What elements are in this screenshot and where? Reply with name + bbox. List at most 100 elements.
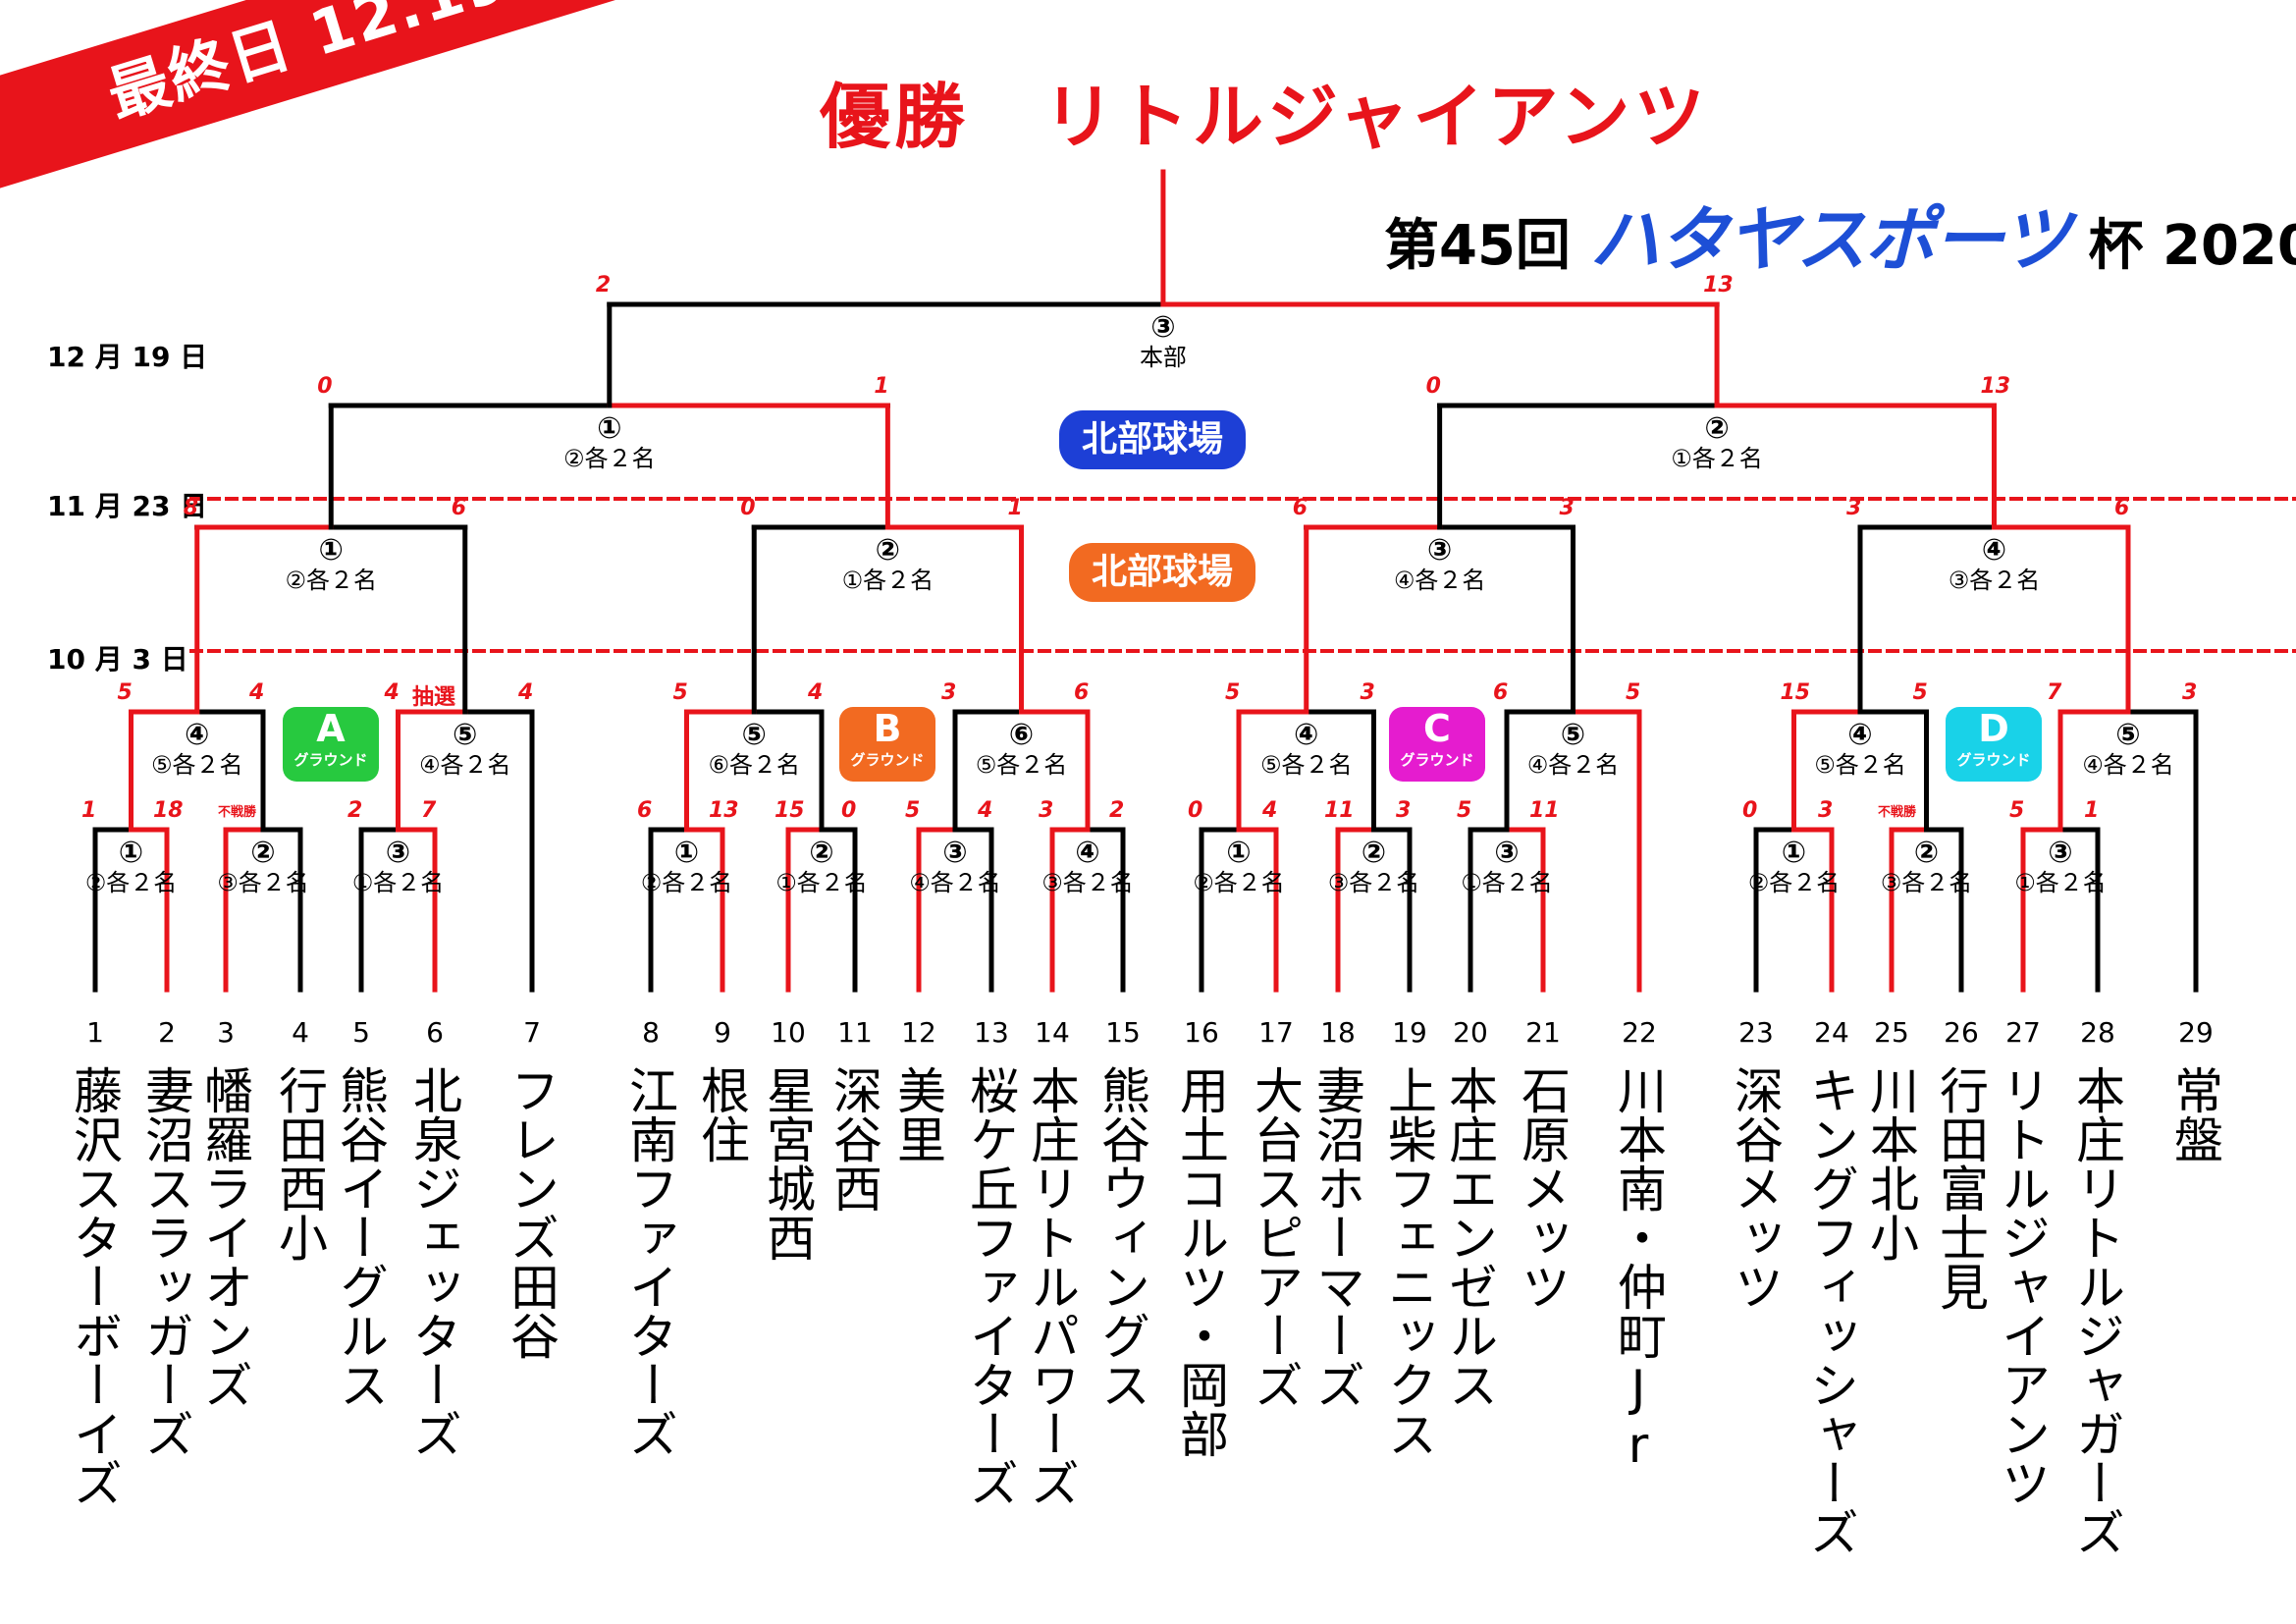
duty-note: ①各２名 [2014,869,2107,896]
ground-c-badge: C グラウンド [1389,707,1485,782]
score-a5-right: 4 [518,680,534,705]
duty-note: ③各２名 [1041,869,1134,896]
team-number: 29 [2178,1016,2214,1049]
ground-a-sub: グラウンド [294,751,368,769]
team-number: 24 [1814,1016,1849,1049]
forfeit-note-a: 不戦勝 [218,805,257,820]
team-name: 美里 [889,1065,946,1164]
game-number: ③ [1150,310,1176,345]
team-number: 17 [1258,1016,1294,1049]
game-number: ④ [1981,533,2007,568]
team-name: 星宮城西 [759,1065,816,1262]
game-number: ④ [1294,718,1319,752]
score-q1-left: 8 [183,496,199,520]
duty-note: ①各２名 [1461,869,1553,896]
game-number: ① [1781,836,1807,870]
team-name: 深谷西 [826,1065,882,1213]
team-name: 妻沼ホーマーズ [1308,1065,1365,1409]
score-a3-left: 2 [347,798,363,823]
date-final: 12 月 19 日 [47,341,208,373]
venue-final-pill: 北部球場 [1059,410,1246,469]
team-number: 8 [642,1016,660,1049]
score-d4-right: 5 [1912,680,1928,705]
score-c4-right: 3 [1360,680,1375,705]
game-number: ② [875,533,901,568]
team-name: 川本北小 [1862,1065,1919,1262]
team-number: 2 [158,1016,176,1049]
team-number: 15 [1105,1016,1141,1049]
duty-note: ④各２名 [909,869,1001,896]
duty-note: ①各２名 [1671,445,1763,472]
team-name: 常盤 [2166,1065,2223,1164]
score-final-right: 13 [1703,273,1734,298]
ground-c-letter: C [1423,707,1451,750]
cup-suffix: 杯 2020 [2088,214,2296,278]
team-name: 用土コルツ・岡部 [1172,1065,1229,1458]
score-c2-right: 3 [1396,798,1412,823]
team-name: キングフィッシャーズ [1802,1065,1859,1556]
team-name: リトルジャイアンツ [1994,1065,2051,1507]
team-name: 大台スピアーズ [1247,1065,1304,1409]
duty-note: ⑤各２名 [1259,751,1353,779]
score-c5-left: 6 [1493,680,1509,705]
forfeit-note-d: 不戦勝 [1878,805,1917,820]
team-number: 5 [352,1016,370,1049]
team-number: 3 [217,1016,235,1049]
score-q3-left: 6 [1292,496,1308,520]
game-number: ② [1913,836,1940,870]
score-b4-right: 2 [1109,798,1125,823]
game-number: ⑤ [1560,718,1586,752]
team-name: 熊谷イーグルス [332,1065,389,1409]
team-number: 27 [2005,1016,2041,1049]
score-q4-left: 3 [1846,496,1862,520]
duty-note: ①各２名 [775,869,868,896]
score-b3-right: 4 [978,798,993,823]
team-name: 北泉ジェッターズ [405,1065,462,1458]
team-name: 本庄エンゼルス [1441,1065,1498,1409]
game-number: ① [597,411,622,446]
score-c5-right: 5 [1626,680,1641,705]
team-name: 本庄リトルジャガーズ [2068,1065,2125,1556]
duty-note: ⑤各２名 [150,751,243,779]
date-round2: 10 月 3 日 [47,643,188,676]
game-number: ④ [1075,836,1100,870]
champion-team: リトルジャイアンツ [1043,76,1709,158]
team-number: 1 [86,1016,104,1049]
score-b5-right: 4 [808,680,824,705]
score-a3-right: 7 [421,798,437,823]
score-a4-left: 5 [117,680,133,705]
date-semi: 11 月 23 日 [47,490,208,522]
ground-b-badge: B グラウンド [839,707,935,782]
game-number: ④ [185,718,210,752]
game-number: ② [1361,836,1387,870]
team-name: 本庄リトルパワーズ [1023,1065,1080,1507]
score-q2-left: 0 [740,496,756,520]
duty-note: ④各２名 [418,751,511,779]
duty-note: ①各２名 [841,567,934,594]
game-number: ① [673,836,700,870]
score-s2-right: 13 [1980,374,2011,399]
team-name: 江南ファイターズ [621,1065,678,1458]
team-number: 7 [523,1016,541,1049]
cup-title: 第45回 ハタヤスポーツ 杯 2020 [1384,182,2296,285]
game-number: ③ [2048,836,2073,870]
ground-b-letter: B [873,707,902,750]
duty-note: ④各２名 [1393,567,1486,594]
game-number: ① [318,533,344,568]
team-number: 10 [771,1016,806,1049]
score-a1-right: 18 [153,798,184,823]
score-q2-right: 1 [1007,496,1023,520]
team-name: 熊谷ウィングス [1094,1065,1150,1409]
score-b5-left: 5 [672,680,688,705]
